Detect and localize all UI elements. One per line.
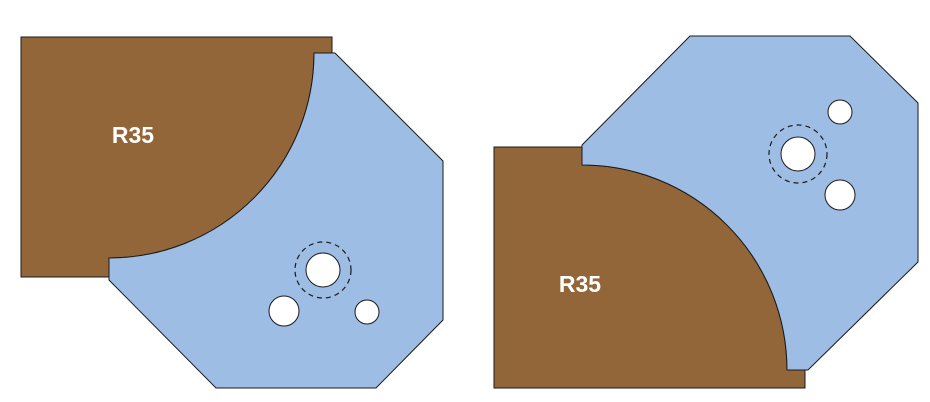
right-pin-hole-2 <box>824 179 856 211</box>
right-profile-diagram: R35 <box>493 35 919 389</box>
left-radius-label: R35 <box>112 122 154 148</box>
right-radius-label: R35 <box>559 271 601 297</box>
right-center-hole <box>780 136 816 172</box>
left-profile-diagram: R35 <box>20 36 444 389</box>
right-pin-hole-1 <box>827 99 853 125</box>
left-center-hole <box>305 252 341 288</box>
right-mounting-ring <box>768 124 828 184</box>
left-mounting-ring <box>294 241 352 299</box>
left-pin-hole-2 <box>354 299 380 325</box>
left-pin-hole-1 <box>268 295 300 327</box>
